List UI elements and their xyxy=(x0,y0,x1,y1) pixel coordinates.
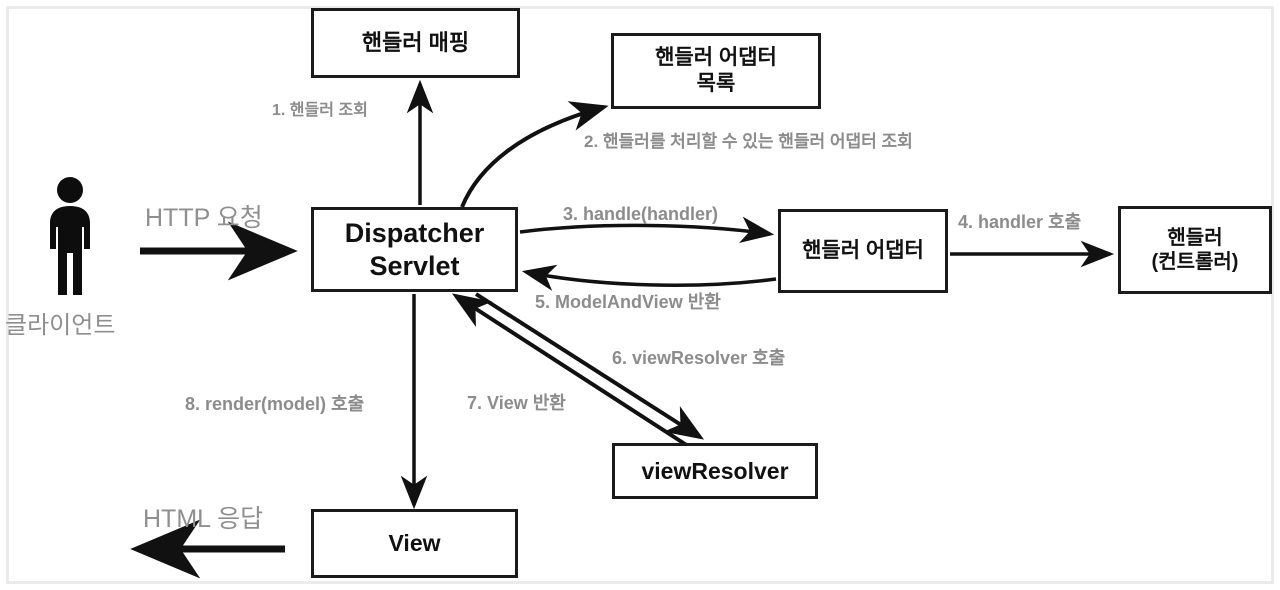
arrow-step5 xyxy=(521,264,777,291)
edge-label-step5: 5. ModelAndView 반환 xyxy=(535,292,721,312)
edge-label-step3: 3. handle(handler) xyxy=(563,204,719,224)
node-handler-adapter[interactable]: 핸들러 어댑터 xyxy=(778,209,948,293)
node-handler-mapping[interactable]: 핸들러 매핑 xyxy=(311,8,520,78)
node-handler-controller[interactable]: 핸들러 (컨트롤러) xyxy=(1118,206,1272,294)
node-view-label: View xyxy=(388,530,441,557)
node-handler-adapter-label: 핸들러 어댑터 xyxy=(802,239,924,263)
person-icon xyxy=(50,177,90,295)
edge-label-step2: 2. 핸들러를 처리할 수 있는 핸들러 어댑터 조회 xyxy=(584,132,913,151)
edge-label-step6: 6. viewResolver 호출 xyxy=(612,348,786,368)
arrow-step2 xyxy=(460,101,609,208)
node-view[interactable]: View xyxy=(311,509,518,578)
actor-label-client: 클라이언트 xyxy=(5,312,116,339)
arrow-step3 xyxy=(519,216,775,244)
node-view-resolver[interactable]: viewResolver xyxy=(612,443,818,499)
node-handler-adapter-list-label: 핸들러 어댑터 목록 xyxy=(655,46,777,95)
edge-label-step1: 1. 핸들러 조회 xyxy=(272,102,368,119)
edge-label-html-response: HTML 응답 xyxy=(143,505,264,533)
arrow-step7 xyxy=(451,293,690,448)
node-handler-mapping-label: 핸들러 매핑 xyxy=(361,29,470,55)
arrow-step6 xyxy=(474,292,705,440)
edge-label-step8: 8. render(model) 호출 xyxy=(185,394,365,414)
node-dispatcher-servlet[interactable]: Dispatcher Servlet xyxy=(311,207,518,292)
node-handler-adapter-list[interactable]: 핸들러 어댑터 목록 xyxy=(611,33,821,109)
node-view-resolver-label: viewResolver xyxy=(641,457,789,484)
node-handler-controller-label: 핸들러 (컨트롤러) xyxy=(1151,226,1239,273)
edge-label-step4: 4. handler 호출 xyxy=(958,212,1082,232)
edge-label-http-request: HTTP 요청 xyxy=(145,204,263,232)
node-dispatcher-servlet-label: Dispatcher Servlet xyxy=(344,217,485,281)
edge-label-step7: 7. View 반환 xyxy=(467,393,566,413)
